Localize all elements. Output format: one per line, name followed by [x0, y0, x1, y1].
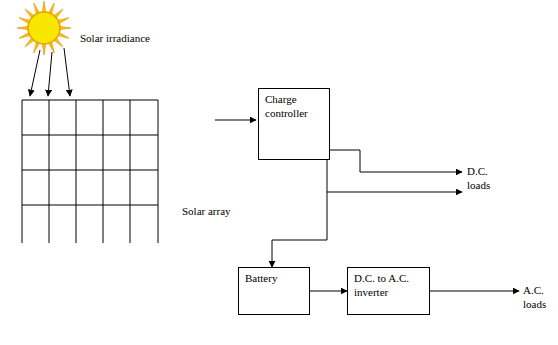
text-label: D.C. loads: [467, 165, 507, 193]
box-text: Battery: [245, 272, 303, 286]
connector-arrow: [272, 160, 327, 267]
sun-icon: [17, 1, 71, 55]
box-text: D.C. to A.C. inverter: [354, 272, 423, 300]
irradiance-arrows: [30, 48, 70, 96]
process-box: D.C. to A.C. inverter: [347, 267, 430, 315]
text-label: A.C. loads: [523, 284, 555, 312]
solar-array-grid: [22, 100, 158, 243]
process-box: Battery: [238, 267, 310, 315]
box-text: Charge controller: [265, 93, 323, 121]
text-label: Solar array: [182, 205, 262, 219]
process-box: Charge controller: [258, 88, 330, 160]
text-label: Solar irradiance: [80, 32, 190, 46]
connector-arrow: [310, 291, 347, 292]
